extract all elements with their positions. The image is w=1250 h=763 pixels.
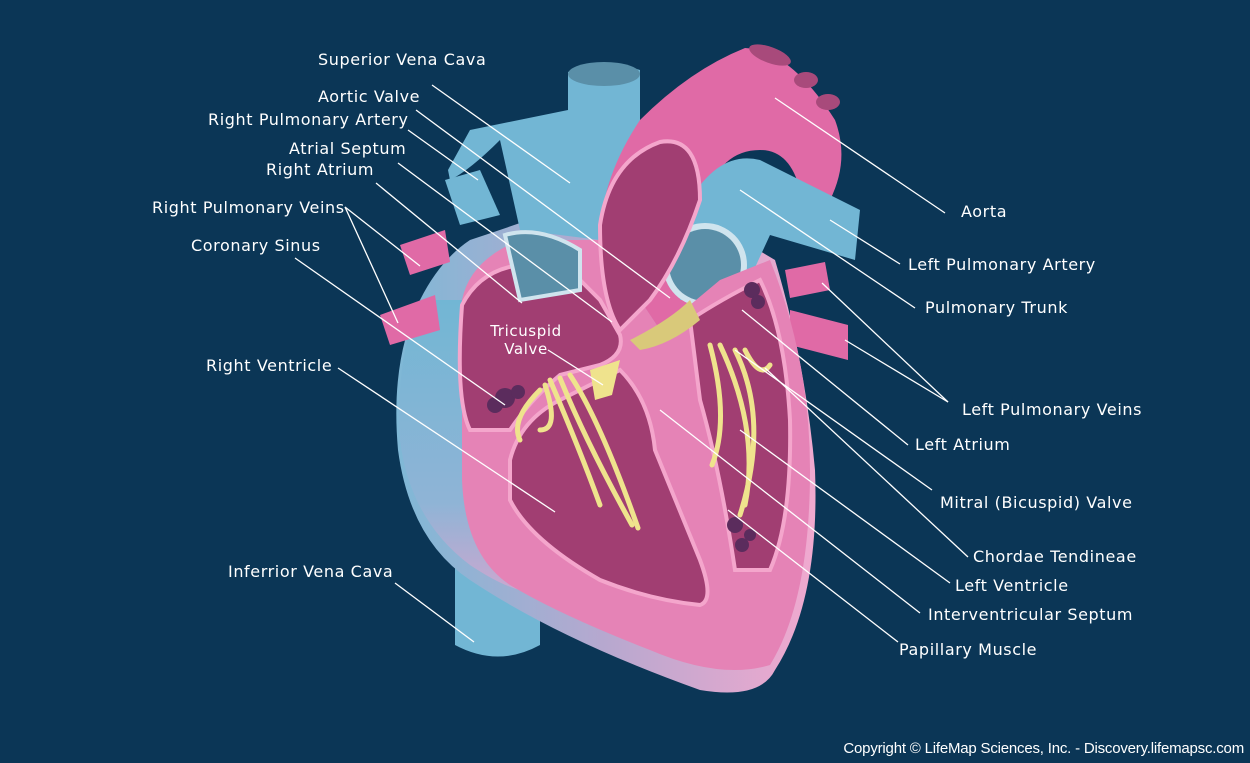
label-tricuspid-valve: Tricuspid Valve [486,322,566,358]
label-pulmonary-trunk: Pulmonary Trunk [925,298,1068,317]
left-pulmonary-vein-upper [785,262,830,298]
label-interventricular-septum: Interventricular Septum [928,605,1134,624]
superior-vena-cava-opening [568,62,640,86]
label-tricuspid-line2: Valve [504,340,548,358]
label-inferior-vena-cava: Inferrior Vena Cava [228,562,394,581]
label-left-pulmonary-veins: Left Pulmonary Veins [962,400,1143,419]
label-right-pulmonary-artery: Right Pulmonary Artery [208,110,409,129]
leader-lines [294,84,969,643]
label-right-ventricle: Right Ventricle [206,356,333,375]
label-tricuspid-line1: Tricuspid [490,322,562,340]
aorta-branch-2 [794,72,818,88]
label-left-pulmonary-artery: Left Pulmonary Artery [908,255,1096,274]
aortic-valve-ring [630,300,700,350]
aorta-opening [749,44,791,66]
label-chordae-tendineae: Chordae Tendineae [973,547,1137,566]
right-pulmonary-vein-upper [400,230,450,275]
tricuspid-valve-shape [590,360,620,400]
label-coronary-sinus: Coronary Sinus [191,236,321,255]
left-ventricle-chamber [687,277,793,572]
muscle-blobs [487,282,765,552]
left-pulmonary-vein-lower [790,310,848,360]
left-atrium-chamber [597,139,703,334]
right-chordae [515,372,641,531]
label-mitral-valve: Mitral (Bicuspid) Valve [940,493,1133,512]
label-aortic-valve: Aortic Valve [318,87,421,106]
atrial-septum-opening [502,230,582,303]
label-papillary-muscle: Papillary Muscle [899,640,1038,659]
copyright-notice: Copyright © LifeMap Sciences, Inc. - Dis… [843,740,1244,757]
label-atrial-septum: Atrial Septum [289,139,407,158]
label-right-pulmonary-veins: Right Pulmonary Veins [152,198,345,217]
right-pulmonary-vein-lower [380,295,440,345]
label-left-atrium: Left Atrium [915,435,1011,454]
right-pulmonary-artery-shape [445,170,500,225]
label-right-atrium: Right Atrium [266,160,375,179]
label-superior-vena-cava: Superior Vena Cava [318,50,487,69]
label-left-ventricle: Left Ventricle [955,576,1069,595]
label-aorta: Aorta [961,202,1008,221]
left-chordae [707,342,773,518]
superior-vena-cava-shape [448,64,640,240]
aorta-branch-3 [816,94,840,110]
